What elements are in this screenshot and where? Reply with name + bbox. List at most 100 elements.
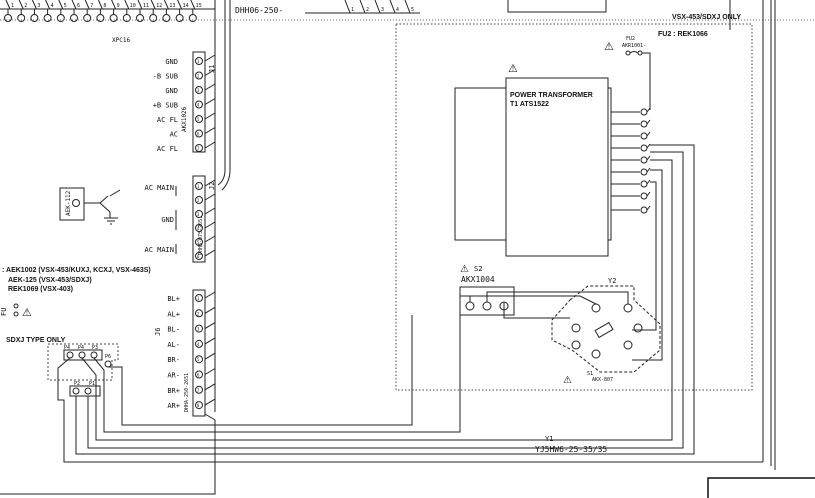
top-pin-number: 10 <box>130 3 136 9</box>
j6-pin-number: 5 <box>197 357 200 362</box>
transformer-ref: T1 ATS1522 <box>510 101 549 108</box>
j1-pin-label: AC FL <box>157 116 178 124</box>
j6-pin-number: 2 <box>197 311 200 316</box>
top-pin-number: 4 <box>51 3 54 9</box>
j1-pin-number: 5 <box>197 117 200 122</box>
aek-112-component: AEK-112 <box>59 187 121 225</box>
voltage-selector-y2: Y2 ⚠ AKX-807 S1 <box>469 277 661 386</box>
transformer-tap-terminal <box>640 144 648 152</box>
dhh-connector-label: DHH06-250- <box>235 6 283 15</box>
j6-pin-terminal <box>195 339 203 348</box>
fu-label: FU <box>0 308 8 316</box>
j2-pin-terminal <box>195 252 203 260</box>
j2-pin-terminal <box>195 196 203 204</box>
j6-pin-terminal <box>195 401 203 410</box>
j6-pin-label: AR+ <box>167 402 180 410</box>
j2-ref: J2 <box>208 182 216 190</box>
j1-ref: J1 <box>208 65 216 73</box>
dhh-pin-number: 2 <box>366 7 369 13</box>
top-pin-terminal <box>4 14 12 22</box>
j1-pin-label: +B SUB <box>153 102 178 110</box>
top-pin-terminal <box>70 14 78 22</box>
j6-pin-label: BL- <box>167 326 180 334</box>
fu2-warning-icon: ⚠ <box>604 41 614 53</box>
xpc-label: XPC16 <box>112 37 130 44</box>
right-bus-lines <box>729 0 776 470</box>
dhh-pin-number: 1 <box>351 7 354 13</box>
j2-pin-number: 6 <box>197 254 200 259</box>
j1-pin-terminal <box>195 129 203 138</box>
top-pin-number: 5 <box>64 3 67 9</box>
j1-part: AKX1026 <box>181 106 188 132</box>
title-block-corner <box>707 477 815 498</box>
top-pin-terminal <box>136 14 144 22</box>
top-pin-number: 15 <box>196 3 202 9</box>
fu2-label: FU2 : REK1066 <box>658 31 708 38</box>
s2-part: AKX1004 <box>461 275 495 284</box>
variant-notes: : AEK1002 (VSX-453/KUXJ, KCXJ, VSX-463S)… <box>2 267 151 293</box>
dhh-connector: DHH06-250- 1 2 3 4 5 <box>235 0 420 15</box>
dhh-pin-number: 4 <box>396 7 399 13</box>
j6-pin-label: BR- <box>167 356 180 364</box>
j2-pin-label: GND <box>161 216 174 224</box>
j1-pin-number: 4 <box>197 103 200 108</box>
j1-pin-label: GND <box>165 58 178 66</box>
top-pin-number: 14 <box>183 3 189 9</box>
warning-icon: ⚠ <box>22 307 32 319</box>
j2-pin-label: AC MAIN <box>144 246 174 254</box>
j2-pin-terminal <box>195 182 203 190</box>
j6-pin-label: BR+ <box>167 387 180 395</box>
power-transformer: ⚠ POWER TRANSFORMER T1 ATS1522 <box>454 63 651 257</box>
variant-line-2: AEK-125 (VSX-453/SDXJ) <box>8 277 92 284</box>
j6-ref: J6 <box>154 328 162 336</box>
transformer-tap-terminal <box>640 108 648 116</box>
j2-pin-label: AC MAIN <box>144 184 174 192</box>
dhh-pin-number: 3 <box>381 7 384 13</box>
top-pin-number: 12 <box>156 3 162 9</box>
sdxj-p4a: P4 <box>64 345 70 351</box>
j2-pin-number: 3 <box>197 212 200 217</box>
transformer-tap-terminal <box>640 180 648 188</box>
switch-s2: ⚠ S2 AKX1004 <box>459 264 515 316</box>
transformer-tap-terminal <box>640 132 648 140</box>
top-pin-number: 1 <box>11 3 14 9</box>
j6-pin-terminal <box>195 370 203 379</box>
j6-part: DHHA-250-2651 <box>184 373 190 412</box>
top-pin-number: 3 <box>37 3 40 9</box>
j1-pin-number: 2 <box>197 74 200 79</box>
j6-pin-label: AL+ <box>167 310 180 318</box>
transformer-title: POWER TRANSFORMER <box>510 92 593 99</box>
top-pin-number: 11 <box>143 3 149 9</box>
s2-ref: S2 <box>474 265 482 273</box>
j6-pin-terminal <box>195 324 203 333</box>
j1-pin-terminal <box>195 71 203 80</box>
j1-pin-label: AC FL <box>157 145 178 153</box>
j2-pin-terminal <box>195 210 203 218</box>
j1-pin-terminal <box>195 57 203 65</box>
j2-pin-number: 5 <box>197 240 200 245</box>
j6-pin-label: BL+ <box>167 295 180 303</box>
j6-pin-terminal <box>195 355 203 364</box>
transformer-tap-terminal <box>640 206 648 214</box>
j6-pin-number: 4 <box>197 342 200 347</box>
y1-ref: Y1 <box>545 435 553 443</box>
transformer-tap-terminal <box>640 156 648 164</box>
connector-j6: J6 DHHA-250-2651 BL+1AL+2BL-3AL-4BR-5AR-… <box>154 289 216 417</box>
sdxj-p3: P3 <box>92 345 98 351</box>
j6-pin-number: 6 <box>197 373 200 378</box>
top-pin-number: 2 <box>24 3 27 9</box>
dhh-pin-number: 5 <box>411 7 414 13</box>
top-pin-number: 13 <box>169 3 175 9</box>
j1-pin-number: 3 <box>197 88 200 93</box>
fu2-part: AKR1001- <box>622 43 646 49</box>
j1-pin-label: GND <box>165 87 178 95</box>
variant-line-1: : AEK1002 (VSX-453/KUXJ, KCXJ, VSX-463S) <box>2 267 151 274</box>
j1-pin-terminal <box>195 115 203 123</box>
sdxj-p2: P2 <box>74 381 80 387</box>
j1-pin-number: 7 <box>197 146 200 151</box>
j6-pin-label: AR- <box>167 372 180 380</box>
wire-bundle <box>214 0 231 412</box>
